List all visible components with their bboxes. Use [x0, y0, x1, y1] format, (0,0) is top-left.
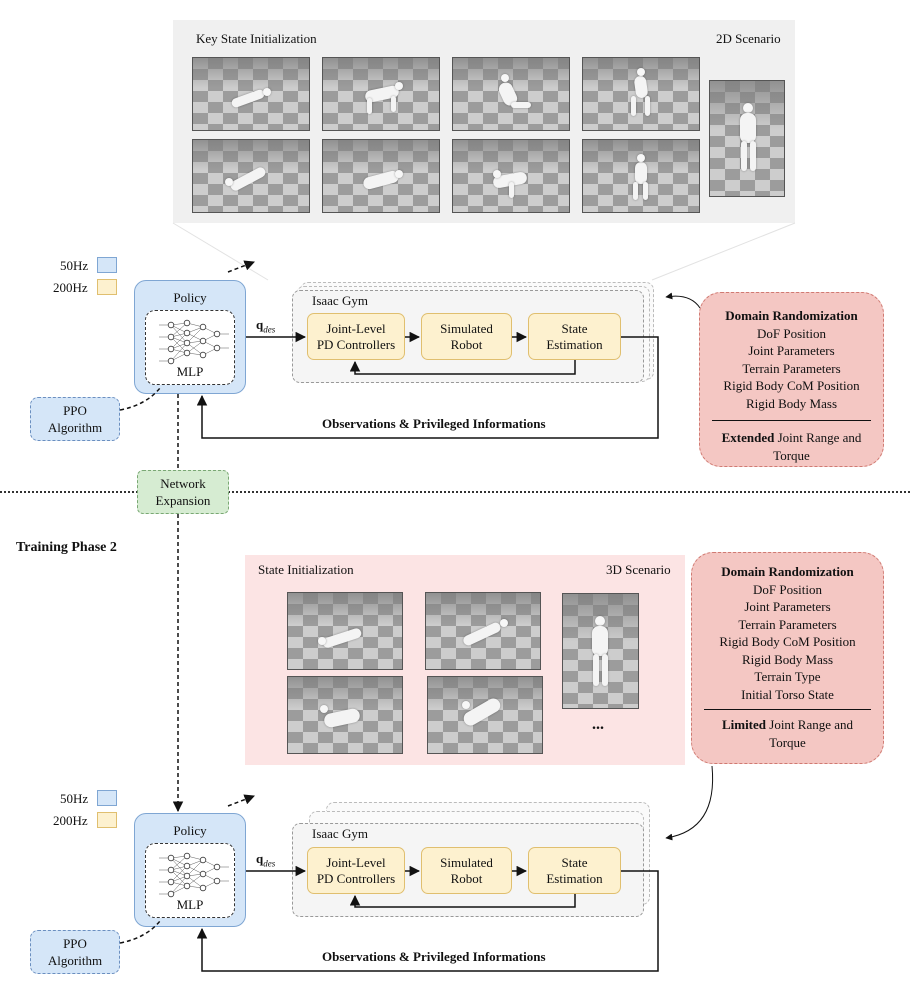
phase2-policy-title: Policy: [173, 823, 207, 838]
phase2-dr-item: Rigid Body Mass: [741, 651, 833, 667]
sim-frame-standing: [709, 80, 785, 197]
phase2-mlp-label: MLP: [176, 897, 204, 912]
sim-frame-prone-2: [287, 592, 403, 670]
sim-frame-standing-2: [562, 593, 639, 709]
phase2-ellipsis: ...: [592, 716, 604, 733]
legend2-200hz-label: 200Hz: [53, 813, 88, 828]
phase-separator: [0, 491, 910, 493]
phase1-ppo-label: PPO Algorithm: [47, 403, 103, 435]
phase1-gym-title: Isaac Gym: [312, 293, 368, 308]
phase1-dr-item: Terrain Parameters: [742, 360, 841, 376]
phase1-dr-extended-word: Extended: [721, 430, 775, 445]
phase1-ppo-box: [30, 397, 120, 441]
phase2-simulated-robot-box: Simulated Robot: [421, 847, 512, 894]
legend-50hz-label: 50Hz: [60, 258, 89, 273]
phase2-dr-item: Initial Torso State: [741, 686, 834, 702]
sim-frame-rolling: [322, 139, 440, 213]
phase1-dr-item: Rigid Body Mass: [745, 395, 837, 411]
sim-frame-crawling: [322, 57, 440, 131]
legend-200hz-swatch: [97, 279, 117, 295]
phase2-dr-item: Rigid Body CoM Position: [719, 634, 856, 649]
phase2-state-estimation-box: State Estimation: [528, 847, 621, 894]
phase2-dr-joint-range-rest: Joint Range and Torque: [769, 717, 854, 750]
phase2-dr-joint-range: Limited Joint Range and Torque: [692, 716, 883, 751]
phase1-simulated-robot-box: Simulated Robot: [421, 313, 512, 360]
panel-fan-left-1: [172, 222, 269, 281]
neural-network-icon: [159, 852, 229, 898]
legend-200hz-label: 200Hz: [53, 280, 88, 295]
phase1-qdes-symbol: q: [256, 317, 264, 332]
phase1-output-dashed-arrow: [227, 260, 255, 273]
sim-frame-twisted-2: [427, 676, 543, 754]
phase2-observations-label: Observations & Privileged Informations: [322, 949, 546, 964]
phase1-dr-item: DoF Position: [757, 325, 826, 341]
phase1-domain-randomization-box: Domain Randomization DoF Position Joint …: [699, 292, 884, 467]
phase2-pd-controllers-box: Joint-Level PD Controllers: [307, 847, 405, 894]
legend2-200hz-swatch: [97, 812, 117, 828]
phase2-ppo-box: [30, 930, 120, 974]
phase2-dr-title: Domain Randomization: [721, 564, 854, 579]
sim-frame-lying: [192, 57, 310, 131]
phase1-dr-arrow: [665, 292, 701, 309]
phase1-dr-item: Rigid Body CoM Position: [723, 378, 860, 393]
legend-50hz-swatch: [97, 257, 117, 273]
phase2-scenario-title: State Initialization: [258, 562, 354, 577]
phase1-scenario-tag: 2D Scenario: [716, 31, 781, 46]
phase2-scenario-tag: 3D Scenario: [606, 562, 671, 577]
phase1-dr-divider: [712, 420, 871, 421]
network-expansion-label: Network Expansion: [155, 476, 211, 508]
phase1-qdes-label: qdes: [256, 317, 275, 335]
panel-fan-right-1: [651, 222, 796, 281]
phase2-dr-arrow: [665, 765, 714, 841]
sim-frame-supine-2: [425, 592, 541, 670]
sim-frame-supine: [192, 139, 310, 213]
legend2-50hz-swatch: [97, 790, 117, 806]
phase1-qdes-subscript: des: [263, 324, 276, 335]
sim-frame-kneeling: [452, 57, 570, 131]
phase2-heading: Training Phase 2: [16, 540, 117, 555]
sim-frame-pushing-up: [452, 139, 570, 213]
phase2-qdes-symbol: q: [256, 851, 264, 866]
phase2-qdes-label: qdes: [256, 851, 275, 869]
network-expansion-box: [137, 470, 229, 514]
sim-frame-rising: [582, 57, 700, 131]
phase2-dr-item: DoF Position: [753, 581, 822, 597]
legend2-50hz-label: 50Hz: [60, 791, 89, 806]
phase2-qdes-subscript: des: [263, 858, 276, 869]
phase1-dr-joint-range: Extended Joint Range and Torque: [700, 429, 883, 464]
phase1-mlp-label: MLP: [176, 364, 204, 379]
phase2-dr-item: Terrain Type: [754, 669, 821, 684]
phase1-scenario-title: Key State Initialization: [196, 31, 317, 46]
phase1-observations-label: Observations & Privileged Informations: [322, 416, 546, 431]
phase1-dr-item: Joint Parameters: [748, 343, 835, 358]
phase1-pd-controllers-box: Joint-Level PD Controllers: [307, 313, 405, 360]
phase1-dr-joint-range-rest: Joint Range and Torque: [773, 430, 862, 463]
phase1-policy-title: Policy: [173, 290, 207, 305]
phase2-dr-limited-word: Limited: [721, 717, 767, 732]
neural-network-icon: [159, 319, 229, 365]
phase2-output-dashed-arrow: [227, 794, 255, 807]
phase2-ppo-label: PPO Algorithm: [47, 936, 103, 968]
sim-frame-crouching: [582, 139, 700, 213]
phase1-state-estimation-box: State Estimation: [528, 313, 621, 360]
phase2-gym-title: Isaac Gym: [312, 826, 368, 841]
sim-frame-side-2: [287, 676, 403, 754]
phase2-dr-item: Terrain Parameters: [738, 616, 837, 632]
phase2-dr-divider: [704, 709, 871, 710]
phase2-domain-randomization-box: Domain Randomization DoF Position Joint …: [691, 552, 884, 764]
phase2-dr-item: Joint Parameters: [744, 599, 831, 614]
phase1-dr-title: Domain Randomization: [725, 308, 858, 323]
